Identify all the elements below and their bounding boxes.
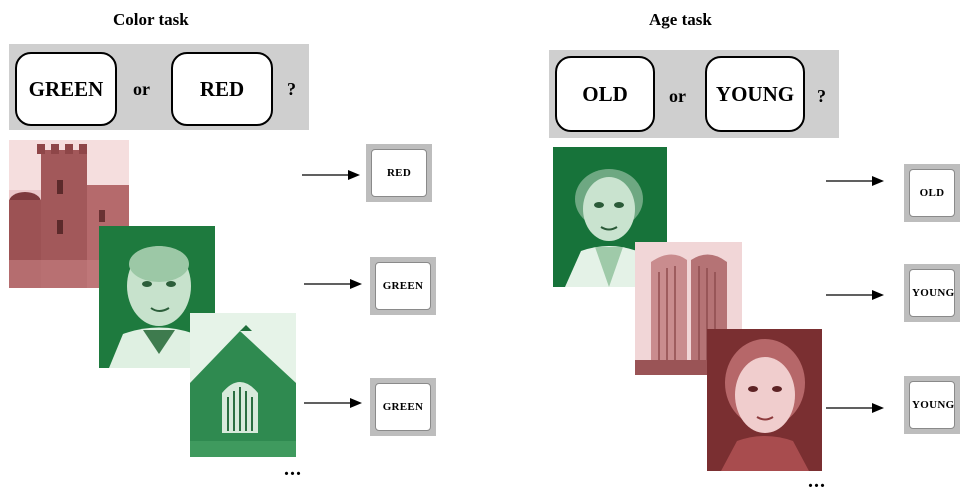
or-connector: or	[133, 79, 150, 99]
response-label: YOUNG	[909, 269, 955, 317]
response-label: YOUNG	[909, 381, 955, 429]
continuation-ellipsis: ...	[808, 470, 826, 492]
option-young-box: YOUNG	[705, 56, 805, 132]
arrow-icon	[826, 290, 884, 300]
response-label: OLD	[909, 169, 955, 217]
arrow-icon	[304, 398, 362, 408]
arrow-icon	[826, 403, 884, 413]
or-connector: or	[669, 86, 686, 106]
response-label: RED	[371, 149, 427, 197]
arrow-icon	[304, 279, 362, 289]
arrow-icon	[302, 170, 360, 180]
color-task-title: Color task	[113, 10, 189, 29]
response-young-2: YOUNG	[904, 376, 960, 434]
old-woman-photo	[553, 147, 667, 287]
response-young-1: YOUNG	[904, 264, 960, 322]
age-task-question-bar: OLD or YOUNG ?	[549, 50, 839, 138]
arrow-icon	[826, 176, 884, 186]
church-photo	[190, 313, 296, 457]
option-old-box: OLD	[555, 56, 655, 132]
response-green-2: GREEN	[370, 378, 436, 436]
response-label: GREEN	[375, 262, 431, 310]
option-red-box: RED	[171, 52, 273, 126]
young-woman-photo	[707, 329, 822, 471]
continuation-ellipsis: ...	[284, 458, 302, 480]
color-task-question-bar: GREEN or RED ?	[9, 44, 309, 130]
response-old: OLD	[904, 164, 960, 222]
response-label: GREEN	[375, 383, 431, 431]
response-red: RED	[366, 144, 432, 202]
question-mark: ?	[817, 86, 826, 106]
question-mark: ?	[287, 79, 296, 99]
response-green-1: GREEN	[370, 257, 436, 315]
option-green-box: GREEN	[15, 52, 117, 126]
age-task-title: Age task	[649, 10, 712, 29]
